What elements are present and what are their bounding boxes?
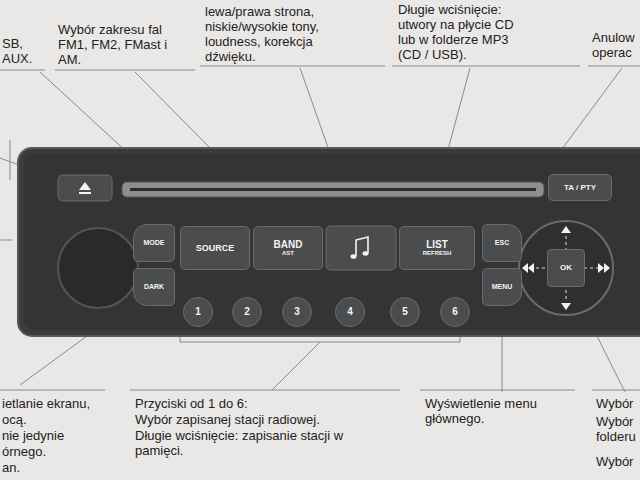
button-label: 6 — [452, 306, 458, 318]
button-label: MODE — [144, 239, 165, 247]
button-label: MENU — [492, 283, 513, 291]
button-label: SOURCE — [196, 243, 235, 253]
preset-button: 3 — [282, 297, 312, 327]
callout-text: órnego. — [2, 444, 122, 459]
preset-button: 4 — [335, 297, 365, 327]
callout-text: Anulow operac — [592, 30, 638, 60]
button-label: DARK — [144, 283, 164, 291]
button-label: 2 — [244, 306, 250, 318]
preset-button: 6 — [440, 297, 470, 327]
callout-text: an. — [2, 460, 122, 475]
callout-text: SB, AUX. — [2, 36, 42, 66]
source-button: SOURCE — [180, 226, 250, 270]
preset-button: 2 — [232, 297, 262, 327]
button-label: OK — [560, 263, 572, 272]
callout-text: Wybór — [596, 454, 638, 469]
callout-text: Wybór — [596, 396, 638, 411]
button-label: 1 — [195, 306, 201, 318]
callout-text: nie jedynie — [2, 428, 122, 443]
preset-button: 1 — [183, 297, 213, 327]
list-button: LISTREFRESH — [399, 226, 475, 270]
mode-button: MODE — [133, 224, 175, 262]
callout-text: Długie wciśnięcie: utwory na płycie CD l… — [398, 2, 516, 62]
band-button: BANDAST — [253, 226, 323, 270]
esc-button: ESC — [482, 224, 522, 262]
callout-text: Przyciski od 1 do 6: — [135, 396, 405, 411]
menu-button: MENU — [482, 268, 522, 306]
callout-text: Długie wciśnięcie: zapisanie stacji w pa… — [135, 428, 390, 458]
button-label: AST — [282, 250, 294, 257]
button-label: BAND — [274, 239, 303, 251]
button-label: LIST — [426, 239, 448, 251]
ok-button: OK — [547, 249, 585, 287]
callout-text: Wyświetlenie menu głównego. — [425, 396, 575, 426]
callout-text: Wybór zapisanej stacji radiowej. — [135, 412, 405, 427]
button-label: 4 — [347, 306, 353, 318]
ta-pty-button: TA / PTY — [548, 174, 612, 201]
button-label: 3 — [294, 306, 300, 318]
callout-text: Wybór folderu — [596, 414, 638, 444]
button-label: 5 — [402, 306, 408, 318]
button-label: ESC — [495, 239, 509, 247]
button-label: REFRESH — [423, 250, 452, 257]
callout-text: Wybór zakresu fal FM1, FM2, FMast i AM. — [58, 22, 180, 67]
preset-button: 5 — [390, 297, 420, 327]
callout-text: lewa/prawa strona, niskie/wysokie tony, … — [205, 4, 340, 64]
dark-button: DARK — [133, 268, 175, 306]
button-label: TA / PTY — [564, 183, 596, 192]
callout-text: ietlanie ekranu, — [2, 396, 122, 411]
callout-text: ocą. — [2, 412, 122, 427]
